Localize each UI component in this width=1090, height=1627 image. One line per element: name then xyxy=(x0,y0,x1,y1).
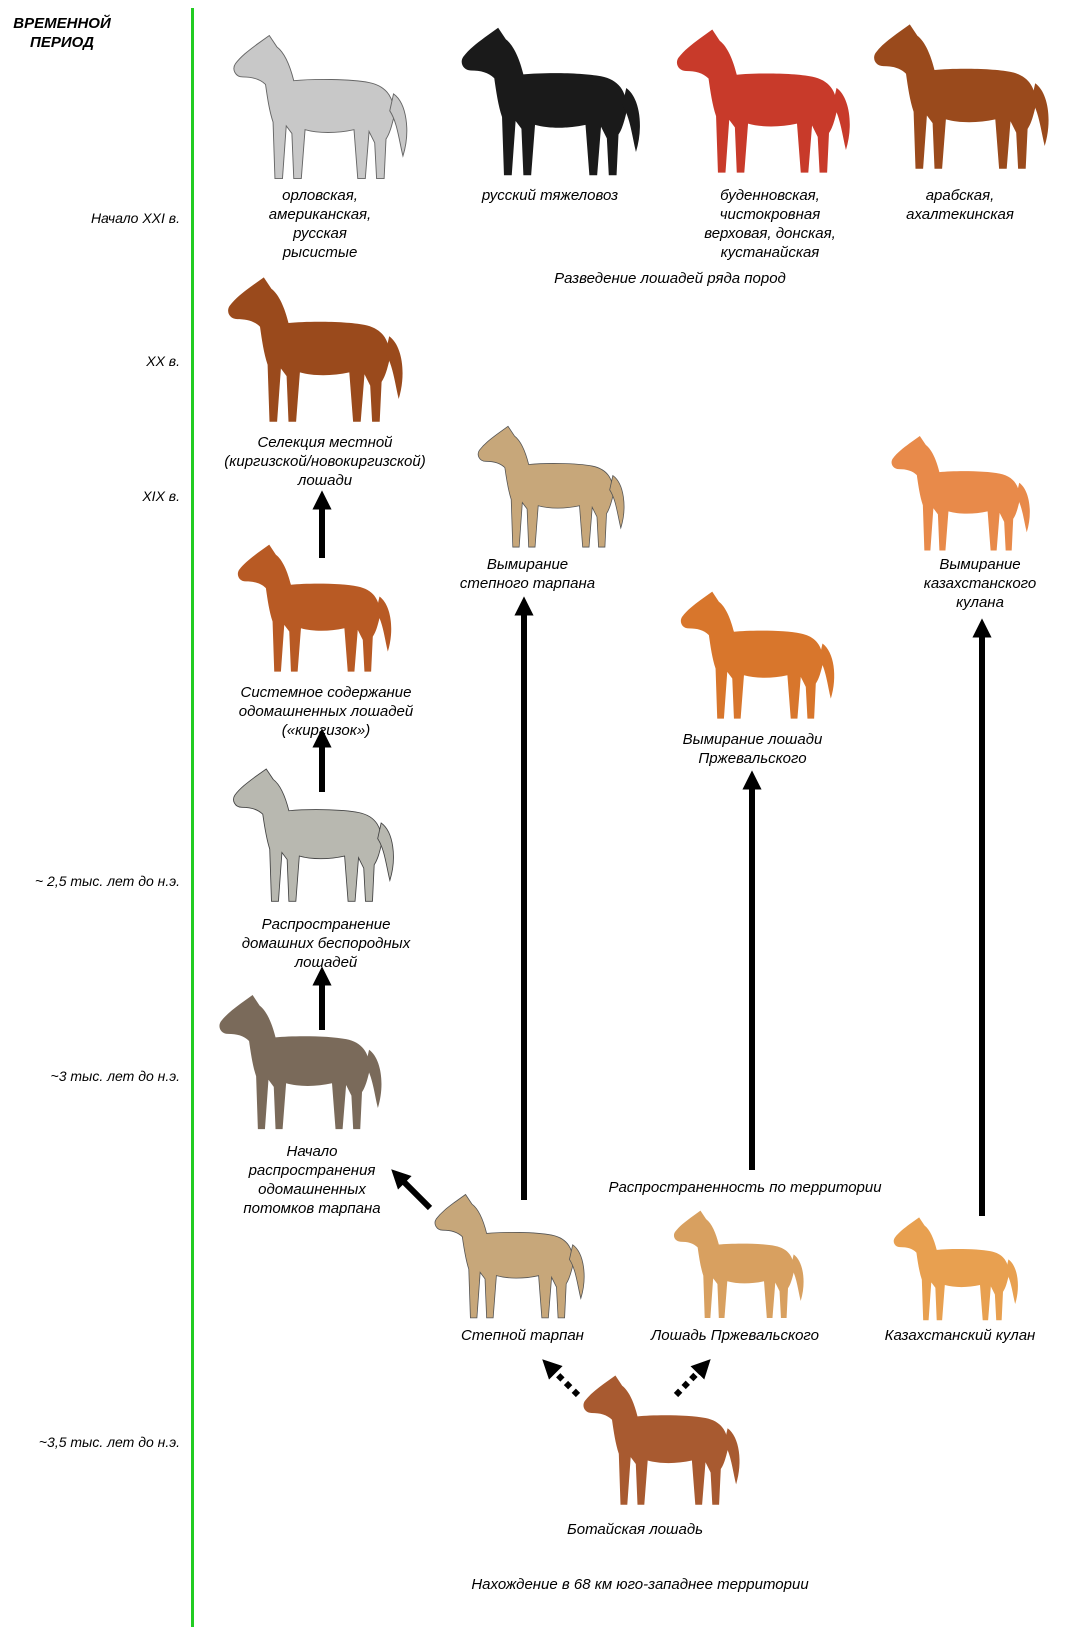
arrow-botai-to-przewalski xyxy=(676,1366,704,1395)
arrow-botai-to-tarpan xyxy=(549,1366,578,1395)
arrow-tarpan-to-domestic xyxy=(398,1176,430,1208)
